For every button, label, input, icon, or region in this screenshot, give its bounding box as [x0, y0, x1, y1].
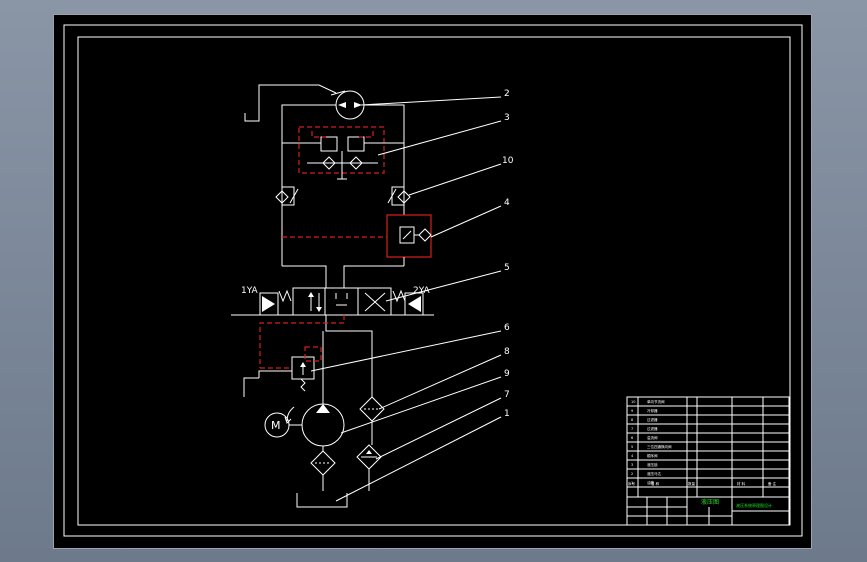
relief-drain: [258, 370, 292, 378]
callout-numbers: 2 3 10 4 5 6 8 9 7 1: [502, 89, 514, 419]
stamp-text: 液压图: [701, 498, 719, 506]
filter-7-icon: [310, 446, 336, 491]
cooler-9-icon: [356, 421, 382, 470]
hydraulic-lock-icon: [282, 126, 404, 180]
parts-row-name: 单向节流阀: [647, 399, 665, 404]
parts-row-name: 液压锁: [647, 462, 658, 467]
filter-8-icon: [359, 396, 385, 422]
return-line: [325, 315, 373, 397]
outer-frame: [63, 24, 803, 537]
throttle-check-valve-left-icon: [275, 186, 299, 206]
parts-row-no: 5: [631, 445, 633, 449]
sequence-valve-icon: [386, 214, 432, 266]
hydraulic-schematic: 1YA 2YA: [63, 24, 803, 537]
parts-row-no: 3: [631, 463, 633, 467]
parts-row-name: 冷却器: [647, 408, 658, 413]
callout-2: 2: [504, 89, 510, 99]
solenoid-2ya-label: 2YA: [413, 286, 431, 296]
header-name: 名 称: [651, 481, 660, 486]
parts-row-no: 2: [631, 472, 633, 476]
callout-4: 4: [504, 198, 510, 208]
callout-1: 1: [504, 409, 510, 419]
header-no: 序号: [628, 481, 636, 486]
header-remark: 备 注: [768, 481, 777, 486]
parts-row-name: 过滤器: [647, 426, 658, 431]
relief-valve-icon: [291, 346, 322, 392]
oil-tank-icon: [296, 493, 348, 508]
header-material: 材 料: [737, 481, 746, 486]
line-a-upper: [281, 104, 336, 187]
parts-row-name: 溢流阀: [647, 435, 658, 440]
line-b-upper: [364, 104, 405, 187]
parts-row-name: 顺序阀: [647, 453, 658, 458]
header-qty: 数量: [688, 481, 696, 486]
motor-label: M: [271, 419, 281, 432]
leader-lines: [310, 96, 502, 502]
parts-row-no: 10: [631, 400, 635, 404]
pilot-line-6: [259, 315, 345, 368]
parts-row-name: 过滤器: [647, 417, 658, 422]
directional-valve-icon: [231, 287, 434, 316]
throttle-check-valve-right-icon: [387, 186, 411, 206]
motor-drain-line: [244, 84, 337, 122]
callout-8: 8: [504, 347, 510, 357]
callout-7: 7: [504, 390, 510, 400]
parts-row-name: 液压马达: [647, 471, 661, 476]
callout-5: 5: [504, 263, 510, 273]
solenoid-1ya-label: 1YA: [241, 286, 259, 296]
parts-row-no: 6: [631, 436, 633, 440]
parts-row-name: 三位四通换向阀: [647, 444, 672, 449]
drawing-canvas[interactable]: 1YA 2YA: [53, 14, 812, 549]
pump-icon: [284, 331, 345, 447]
parts-row-no: 7: [631, 427, 633, 431]
callout-3: 3: [504, 113, 510, 123]
title-block: 10 单向节流阀 9 冷却器 8 过滤器 7 过滤器 6 溢流阀 5 三位四通换向阀 4 顺序阀 3 液压锁 2…: [626, 396, 790, 526]
callout-10: 10: [502, 156, 514, 166]
relief-tank: [243, 377, 259, 397]
line-b-to-valve: [343, 265, 404, 288]
parts-row-no: 1: [631, 481, 633, 485]
parts-row-no: 9: [631, 409, 633, 413]
electric-motor-icon: M: [264, 412, 302, 438]
callout-9: 9: [504, 369, 510, 379]
line-a-to-valve: [282, 265, 327, 288]
parts-row-no: 4: [631, 454, 634, 458]
parts-row-no: 8: [631, 418, 633, 422]
callout-6: 6: [504, 323, 510, 333]
inner-frame: [77, 36, 791, 526]
parts-row-name: 油箱: [647, 480, 655, 485]
drawing-title: 液压系统原理图设计: [736, 502, 772, 508]
